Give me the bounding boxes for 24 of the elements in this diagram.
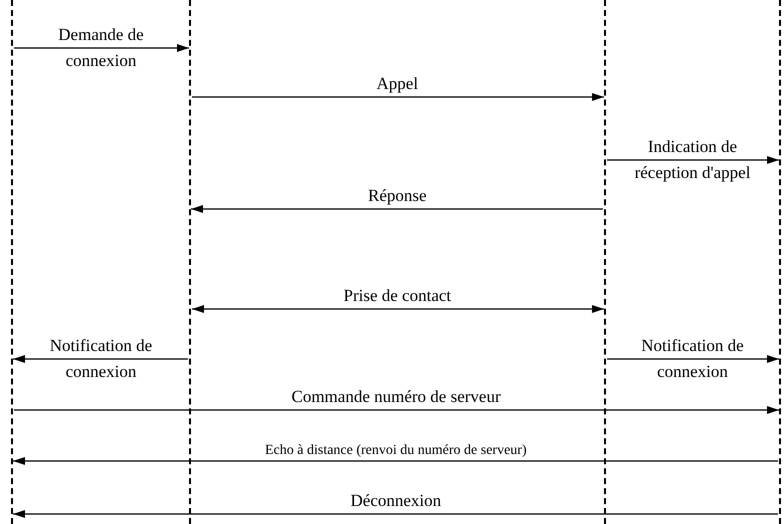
lifeline xyxy=(11,0,13,524)
lifeline xyxy=(779,0,781,524)
edge-label: Appel xyxy=(376,75,418,94)
edge-label: Commande numéro de serveur xyxy=(292,388,501,407)
arrow xyxy=(14,44,189,52)
edge-label: Demande de connexion xyxy=(57,24,145,72)
arrow xyxy=(13,457,778,465)
edge-label: Indication de réception d'appel xyxy=(634,136,752,184)
arrow xyxy=(14,406,779,414)
lifeline xyxy=(189,0,191,524)
edge-label: Notification de connexion xyxy=(640,335,745,383)
edge-label: Echo à distance (renvoi du numéro de serveur) xyxy=(265,442,527,458)
arrow xyxy=(13,510,778,518)
arrow xyxy=(607,156,779,164)
arrow xyxy=(192,93,604,101)
edge-label: Prise de contact xyxy=(344,287,452,306)
arrow xyxy=(192,305,604,313)
arrow xyxy=(13,355,188,363)
arrow xyxy=(191,205,603,213)
lifeline xyxy=(604,0,606,524)
arrow xyxy=(607,355,779,363)
edge-label: Notification de connexion xyxy=(48,335,154,383)
edge-label: Réponse xyxy=(368,187,427,206)
edge-label: Déconnexion xyxy=(350,492,442,511)
